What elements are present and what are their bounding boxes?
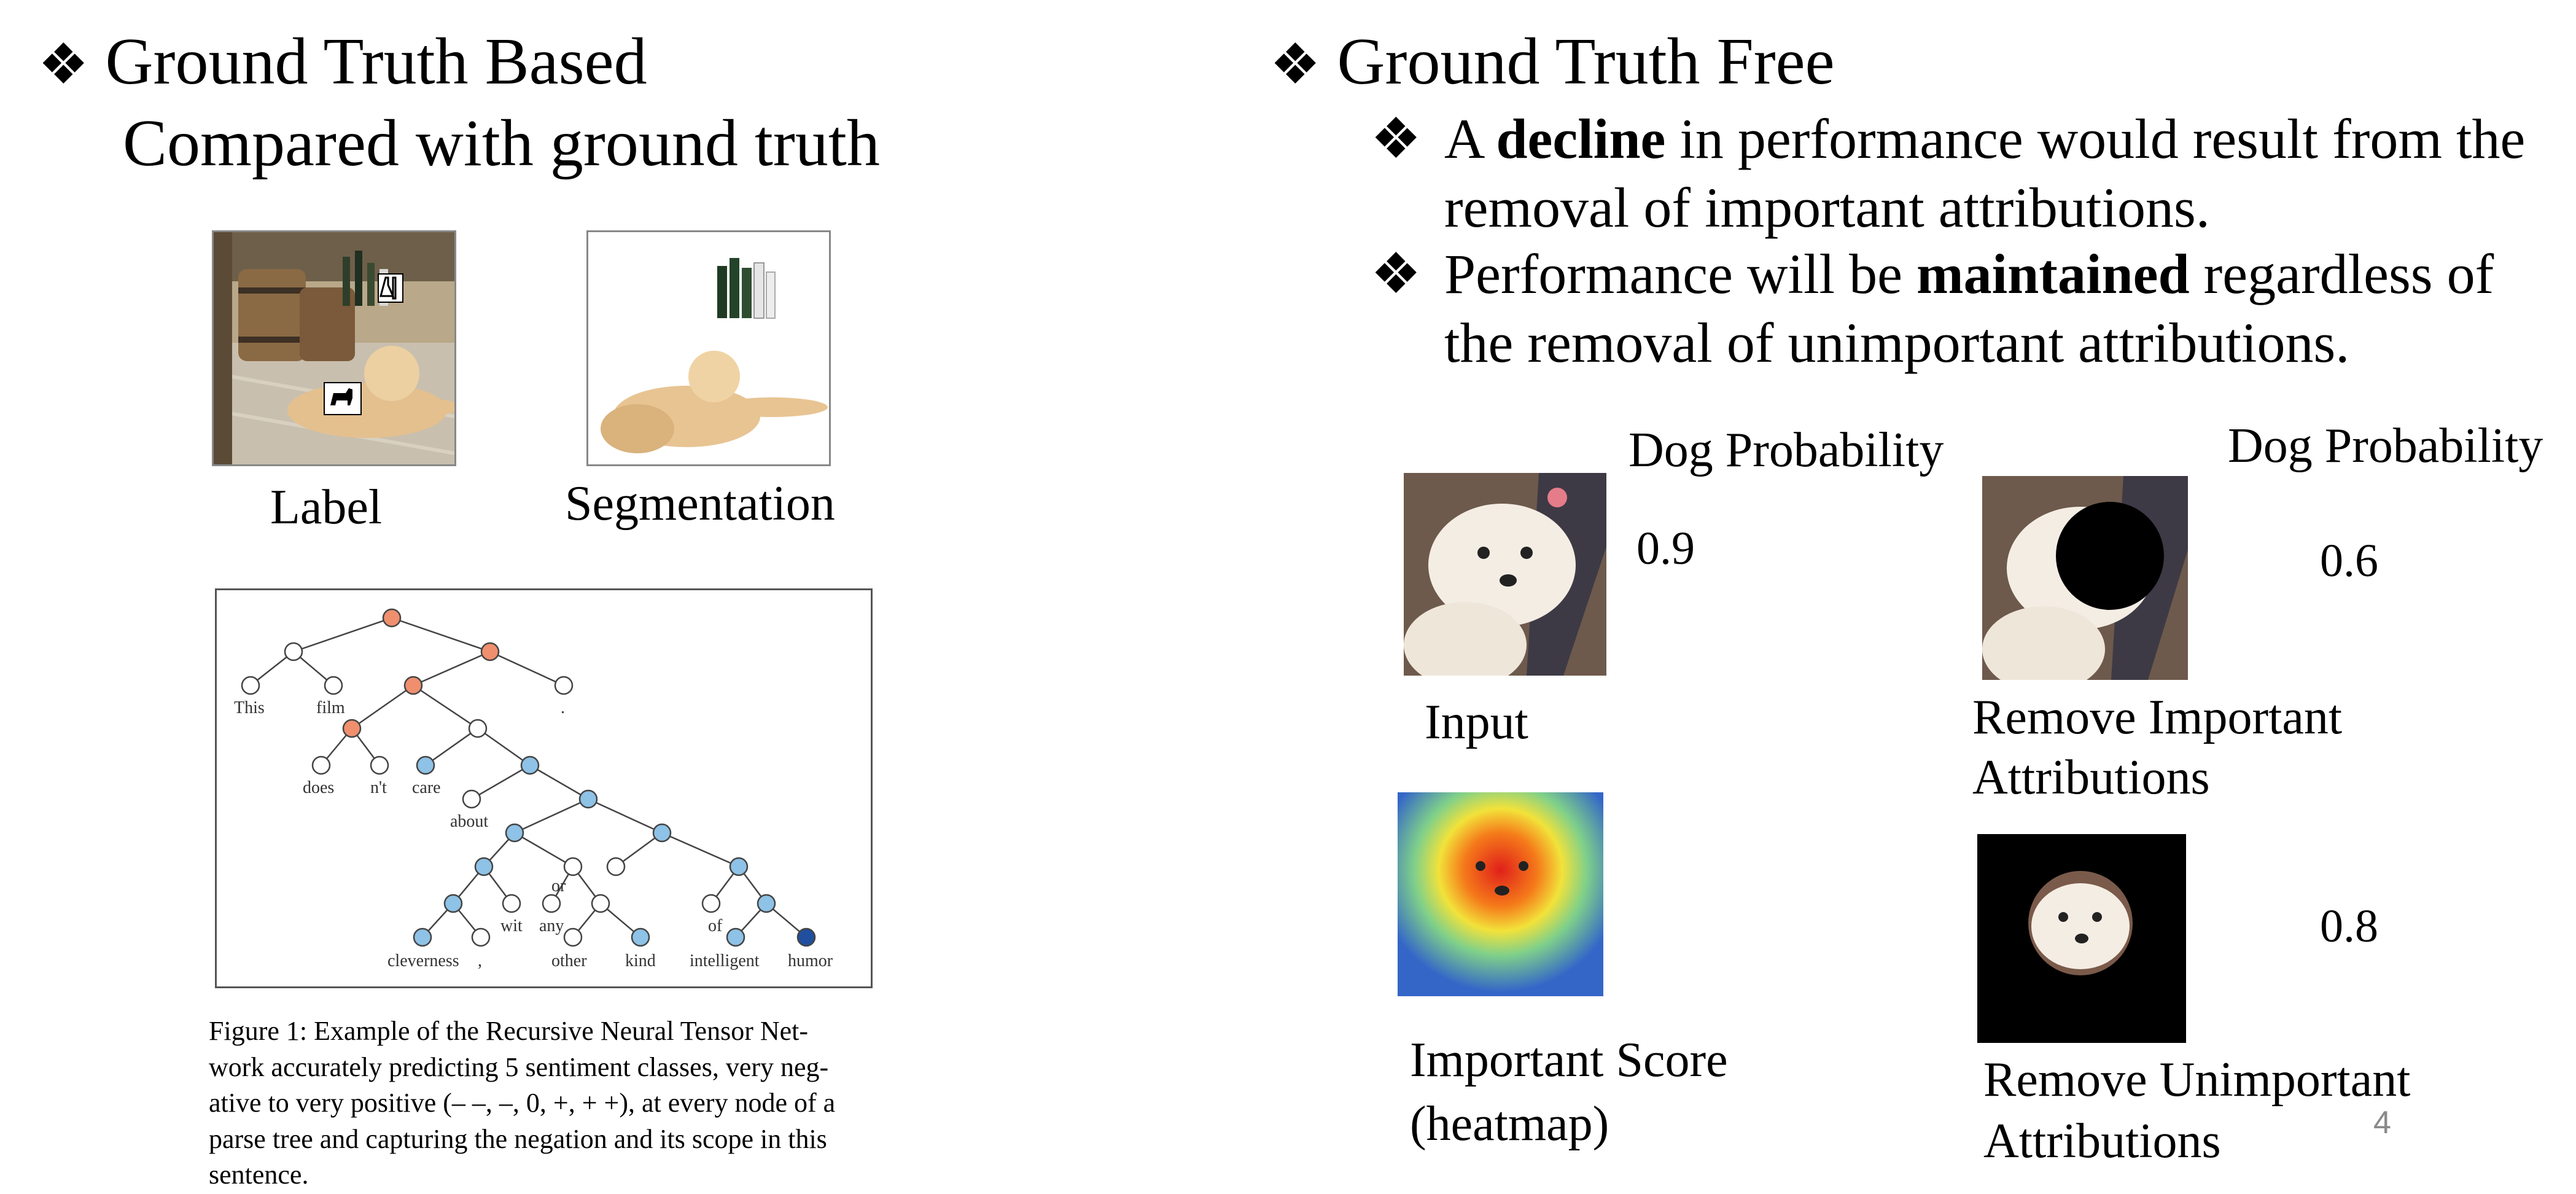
tree-word: of xyxy=(708,916,723,935)
left-subheading: Compared with ground truth xyxy=(123,107,880,180)
heatmap-caption: Important Score xyxy=(1410,1033,1728,1087)
right-heading-row: ❖ Ground Truth Free xyxy=(1270,25,1835,99)
remove-important-probability-value: 0.6 xyxy=(2320,535,2378,587)
bullet-item: ❖ Performance will be maintained regardl… xyxy=(1371,240,2562,377)
tree-word: kind xyxy=(625,951,656,970)
segmentation-image xyxy=(586,230,831,466)
bullet-text: Performance will be xyxy=(1444,243,1916,305)
tree-word: film xyxy=(316,698,345,717)
input-caption: Input xyxy=(1425,695,1528,749)
tree-word: does xyxy=(303,778,334,797)
right-heading: Ground Truth Free xyxy=(1337,25,1835,98)
bullet-text: the removal of unimportant attributions. xyxy=(1444,311,2350,375)
diamond-bullet-icon: ❖ xyxy=(1270,33,1321,96)
remove-unimportant-caption: Attributions xyxy=(1983,1114,2221,1168)
tree-word: other xyxy=(551,951,587,970)
dog-probability-label: Dog Probability xyxy=(1628,423,1944,477)
tree-word: , xyxy=(478,951,482,970)
figure-caption: Figure 1: Example of the Recursive Neura… xyxy=(209,1013,884,1193)
heatmap-image xyxy=(1398,792,1603,996)
tree-word: about xyxy=(450,812,488,831)
dog-probability-label: Dog Probability xyxy=(2228,419,2543,473)
segmentation-caption: Segmentation xyxy=(565,477,835,531)
figure-caption-line: parse tree and capturing the negation an… xyxy=(209,1123,827,1154)
figure-caption-line: ative to very positive (– –, –, 0, +, + … xyxy=(209,1088,836,1118)
figure-caption-line: sentence. xyxy=(209,1160,309,1190)
diamond-bullet-icon: ❖ xyxy=(1371,107,1422,170)
bullet-text: in performance would result from the xyxy=(1665,107,2526,170)
input-dog-image xyxy=(1404,473,1606,676)
tree-word: cleverness xyxy=(387,951,459,970)
tree-word: or xyxy=(551,876,566,895)
diamond-bullet-icon: ❖ xyxy=(38,33,89,96)
remove-important-caption: Remove Important xyxy=(1972,690,2343,744)
bullet-text: regardless of xyxy=(2189,243,2494,305)
remove-unimportant-caption: Remove Unimportant xyxy=(1983,1053,2411,1107)
figure-caption-line: work accurately predicting 5 sentiment c… xyxy=(209,1052,829,1082)
remove-unimportant-probability-value: 0.8 xyxy=(2320,900,2378,952)
bullet-emphasis: decline xyxy=(1496,107,1666,170)
bullet-text: A xyxy=(1444,107,1496,170)
page-number: 4 xyxy=(2373,1105,2391,1141)
tree-word: intelligent xyxy=(690,951,760,970)
heatmap-caption: (heatmap) xyxy=(1410,1097,1609,1151)
input-probability-value: 0.9 xyxy=(1636,523,1695,574)
tree-word: n't xyxy=(370,778,387,797)
figure-caption-line: Figure 1: Example of the Recursive Neura… xyxy=(209,1016,809,1046)
parse-tree-figure: This film . does n't care about or wit a… xyxy=(215,588,873,988)
diamond-bullet-icon: ❖ xyxy=(1371,243,1422,305)
tree-word: care xyxy=(412,778,441,797)
bullet-text: removal of important attributions. xyxy=(1444,176,2210,240)
tree-word: any xyxy=(539,916,564,935)
tree-word: humor xyxy=(788,951,833,970)
remove-unimportant-image xyxy=(1977,834,2186,1043)
tree-word: . xyxy=(561,698,565,717)
remove-important-image xyxy=(1982,476,2188,680)
label-caption: Label xyxy=(270,480,383,534)
bullet-emphasis: maintained xyxy=(1916,243,2190,305)
remove-important-caption: Attributions xyxy=(1972,751,2210,805)
tree-word: This xyxy=(234,698,265,717)
left-heading-row: ❖ Ground Truth Based xyxy=(38,25,647,99)
bullet-item: ❖ A decline in performance would result … xyxy=(1371,104,2562,242)
left-heading: Ground Truth Based xyxy=(105,25,647,98)
label-image xyxy=(212,230,456,466)
tree-word: wit xyxy=(500,916,523,935)
